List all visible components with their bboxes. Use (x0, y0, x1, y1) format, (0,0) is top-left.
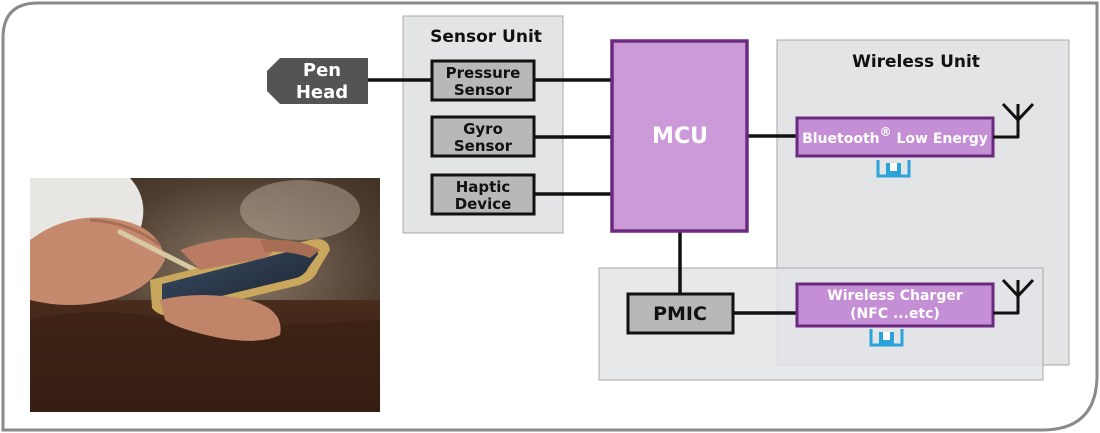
ble-module-block: Bluetooth® Low Energy (795, 116, 995, 158)
pen-head-block: Pen Head (267, 58, 368, 104)
haptic-device-block: Haptic Device (430, 173, 536, 216)
pressure-sensor-line2: Sensor (454, 81, 513, 99)
mcu-block: MCU (610, 39, 749, 233)
ble-label-superscript: ® (880, 125, 892, 139)
gyro-sensor-line2: Sensor (454, 137, 513, 155)
sensor-unit-title: Sensor Unit (430, 27, 542, 47)
wireless-charger-block: Wireless Charger (NFC ...etc) (795, 282, 995, 328)
mcu-label: MCU (652, 124, 708, 149)
antenna-icon (993, 278, 1035, 315)
haptic-device-line2: Device (455, 195, 512, 213)
ble-label: Bluetooth® Low Energy (802, 125, 988, 147)
pmic-label: PMIC (653, 303, 707, 325)
photo-pen-on-smartphone (30, 178, 380, 412)
connection-lines (368, 78, 797, 315)
pressure-sensor-block: Pressure Sensor (430, 59, 536, 102)
connector-icon (869, 329, 904, 347)
pmic-block: PMIC (626, 292, 735, 335)
wireless-charger-line2: (NFC ...etc) (850, 306, 940, 322)
ble-label-text: Bluetooth (802, 131, 880, 147)
gyro-sensor-line1: Gyro (463, 120, 503, 138)
antenna-icon (993, 102, 1035, 139)
gyro-sensor-block: Gyro Sensor (430, 115, 536, 158)
wireless-unit-title: Wireless Unit (852, 52, 980, 72)
pen-head-line2: Head (296, 82, 348, 103)
connector-icon (876, 160, 911, 178)
ble-label-suffix: Low Energy (892, 131, 988, 147)
pressure-sensor-line1: Pressure (446, 64, 521, 82)
pen-head-line1: Pen (303, 60, 341, 81)
wireless-charger-line1: Wireless Charger (827, 288, 963, 304)
haptic-device-line1: Haptic (456, 178, 511, 196)
